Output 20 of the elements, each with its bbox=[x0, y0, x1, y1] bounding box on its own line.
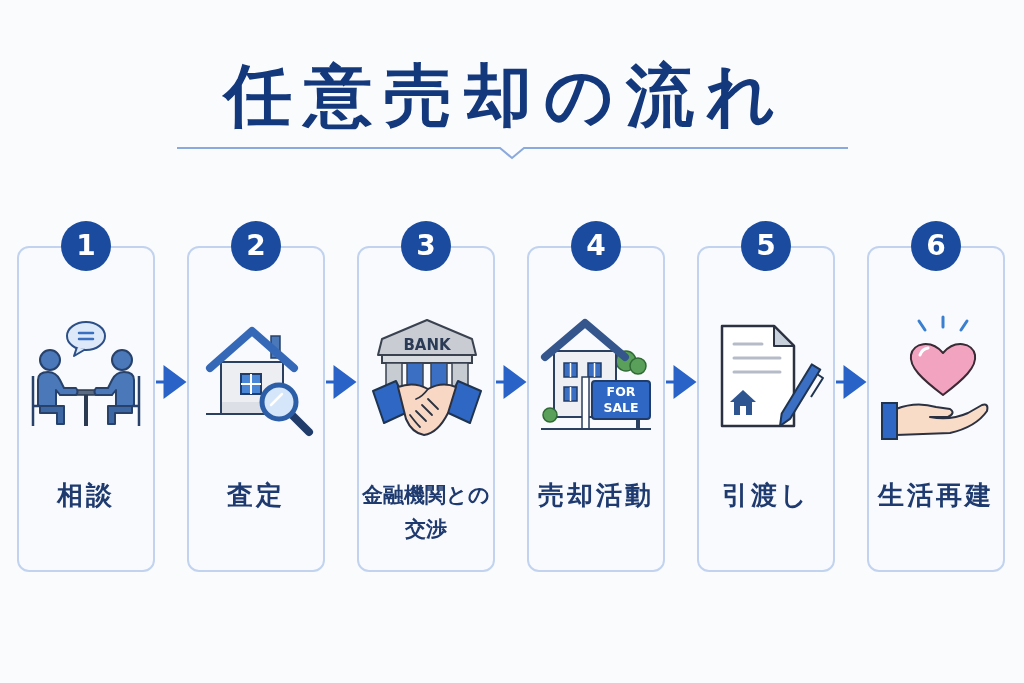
arrow bbox=[834, 366, 867, 398]
arrow bbox=[494, 366, 527, 398]
step-label: 金融機関との交渉 bbox=[361, 482, 491, 543]
number-badge: 4 bbox=[571, 221, 621, 271]
number-badge: 1 bbox=[61, 221, 111, 271]
arrow bbox=[154, 366, 187, 398]
step-label: 生活再建 bbox=[878, 479, 994, 512]
step-label: 査定 bbox=[227, 479, 285, 512]
number-badge: 3 bbox=[401, 221, 451, 271]
arrow bbox=[324, 366, 357, 398]
step-label: 相談 bbox=[57, 479, 115, 512]
number-badge: 5 bbox=[741, 221, 791, 271]
sign-text: FOR SALE bbox=[602, 384, 640, 416]
step-label: 引渡し bbox=[722, 479, 810, 512]
number-badge: 2 bbox=[231, 221, 281, 271]
number-badge: 6 bbox=[911, 221, 961, 271]
title: 任意売却の流れ bbox=[224, 58, 788, 134]
arrow bbox=[664, 366, 697, 398]
sign-text: BANK bbox=[402, 336, 452, 354]
step-label: 売却活動 bbox=[538, 479, 654, 512]
